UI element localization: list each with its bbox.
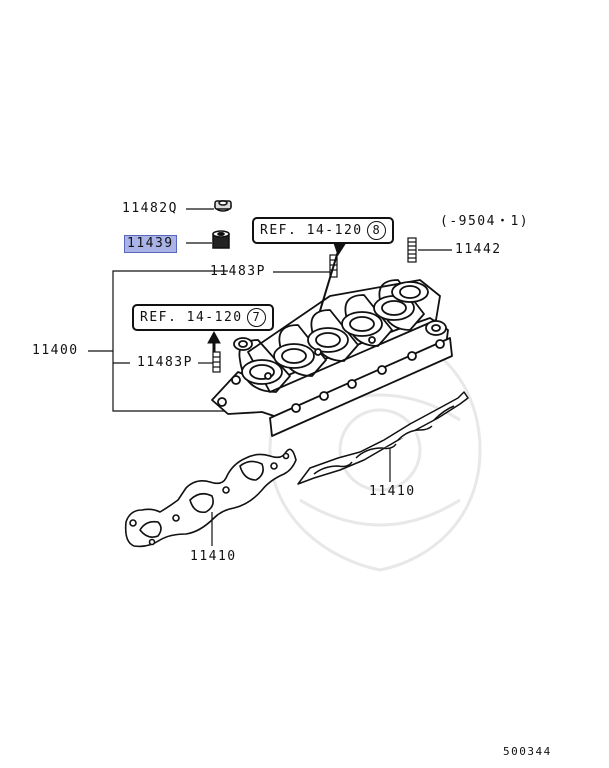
- collar-11439[interactable]: [212, 230, 230, 249]
- part-label-11482Q[interactable]: 11482Q: [122, 201, 178, 216]
- ref-box-8-text: REF. 14-120: [260, 223, 363, 238]
- nut-11482Q[interactable]: [214, 200, 232, 212]
- intake-manifold-11400[interactable]: [211, 279, 453, 437]
- stud-11483P-mid[interactable]: [212, 351, 221, 373]
- ref-box-7-number: 7: [246, 308, 266, 327]
- ref-box-7-text: REF. 14-120: [140, 310, 243, 325]
- ref-box-8-number: 8: [366, 221, 386, 240]
- part-label-11483P-top[interactable]: 11483P: [210, 264, 266, 279]
- part-label-11439-selected[interactable]: 11439: [124, 235, 177, 253]
- ref-arrow-7: [207, 330, 221, 352]
- stud-11442[interactable]: [407, 237, 417, 263]
- part-label-11410-right[interactable]: 11410: [369, 484, 416, 499]
- part-label-11410-left[interactable]: 11410: [190, 549, 237, 564]
- part-label-11483P-mid[interactable]: 11483P: [137, 355, 193, 370]
- part-label-11442[interactable]: 11442: [455, 242, 502, 257]
- applicability-note: (-9504・1): [440, 214, 530, 229]
- gasket-11410-left[interactable]: [124, 448, 297, 548]
- part-label-11400[interactable]: 11400: [32, 343, 79, 358]
- gasket-11410-right[interactable]: [297, 391, 469, 485]
- diagram-code: 500344: [503, 745, 552, 758]
- bracket-11400: [88, 270, 278, 412]
